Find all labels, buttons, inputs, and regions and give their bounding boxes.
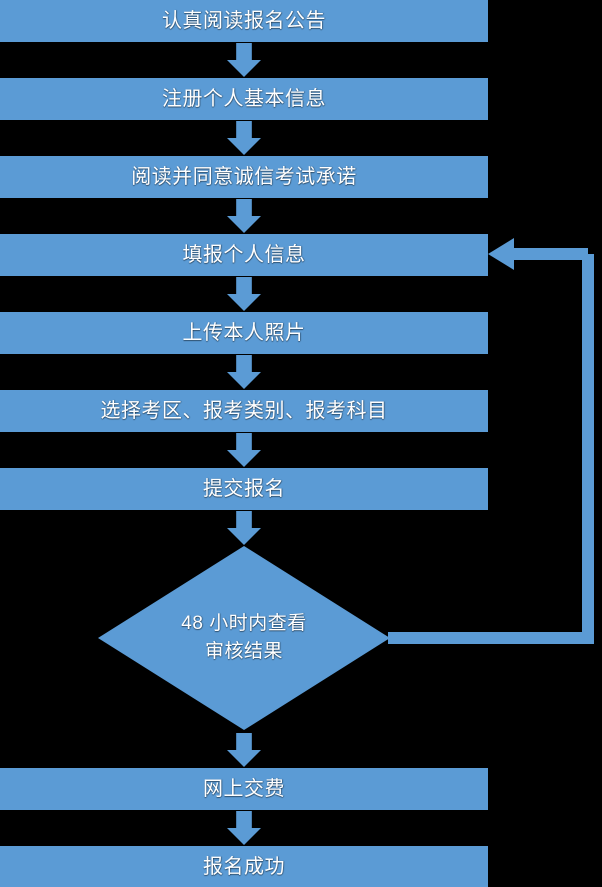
arrow-head: [227, 828, 261, 845]
flow-node-step3[interactable]: 阅读并同意诚信考试承诺: [0, 156, 488, 198]
arrow-shaft: [236, 121, 252, 139]
connector-arrow-step8-to-step9: [227, 733, 261, 767]
loop-horizontal-top-segment: [512, 248, 588, 260]
connector-arrow-step7-to-step8: [227, 511, 261, 545]
connector-arrow-step6-to-step7: [227, 433, 261, 467]
flow-node-step9[interactable]: 网上交费: [0, 768, 488, 810]
loop-horizontal-bottom-segment: [388, 632, 594, 644]
connector-arrow-step2-to-step3: [227, 121, 261, 155]
diamond-shape: [98, 546, 390, 730]
arrow-shaft: [236, 433, 252, 451]
arrow-head: [227, 216, 261, 233]
flow-node-step9-label: 网上交费: [203, 777, 285, 800]
arrow-shaft: [236, 511, 252, 529]
flow-node-step3-label: 阅读并同意诚信考试承诺: [131, 165, 357, 188]
flow-node-step5-label: 上传本人照片: [182, 321, 306, 344]
arrow-head: [227, 450, 261, 467]
flow-node-step6-label: 选择考区、报考类别、报考科目: [100, 399, 388, 422]
arrow-head: [227, 60, 261, 77]
arrow-shaft: [236, 43, 252, 61]
flow-node-step4[interactable]: 填报个人信息: [0, 234, 488, 276]
arrow-head: [227, 372, 261, 389]
flow-node-step2-label: 注册个人基本信息: [162, 87, 326, 110]
connector-arrow-step5-to-step6: [227, 355, 261, 389]
flow-node-step10[interactable]: 报名成功: [0, 846, 488, 887]
connector-arrow-step4-to-step5: [227, 277, 261, 311]
flow-node-step6[interactable]: 选择考区、报考类别、报考科目: [0, 390, 488, 432]
arrow-shaft: [236, 277, 252, 295]
connector-arrow-step1-to-step2: [227, 43, 261, 77]
loop-arrow-head-icon: [488, 238, 514, 270]
flow-node-step7[interactable]: 提交报名: [0, 468, 488, 510]
arrow-shaft: [236, 199, 252, 217]
arrow-shaft: [236, 811, 252, 829]
flow-node-step5[interactable]: 上传本人照片: [0, 312, 488, 354]
flow-node-step1[interactable]: 认真阅读报名公告: [0, 0, 488, 42]
connector-arrow-step9-to-step10: [227, 811, 261, 845]
arrow-shaft: [236, 733, 252, 751]
arrow-head: [227, 750, 261, 767]
flow-node-step8-decision[interactable]: 48 小时内查看审核结果: [98, 546, 390, 730]
flow-node-step10-label: 报名成功: [203, 855, 285, 878]
flow-node-step7-label: 提交报名: [203, 477, 285, 500]
flow-node-step1-label: 认真阅读报名公告: [162, 9, 326, 32]
arrow-head: [227, 138, 261, 155]
flow-node-step4-label: 填报个人信息: [182, 243, 306, 266]
arrow-shaft: [236, 355, 252, 373]
loop-vertical-right-segment: [582, 254, 594, 638]
arrow-head: [227, 294, 261, 311]
connector-arrow-step3-to-step4: [227, 199, 261, 233]
flow-node-step2[interactable]: 注册个人基本信息: [0, 78, 488, 120]
arrow-head: [227, 528, 261, 545]
